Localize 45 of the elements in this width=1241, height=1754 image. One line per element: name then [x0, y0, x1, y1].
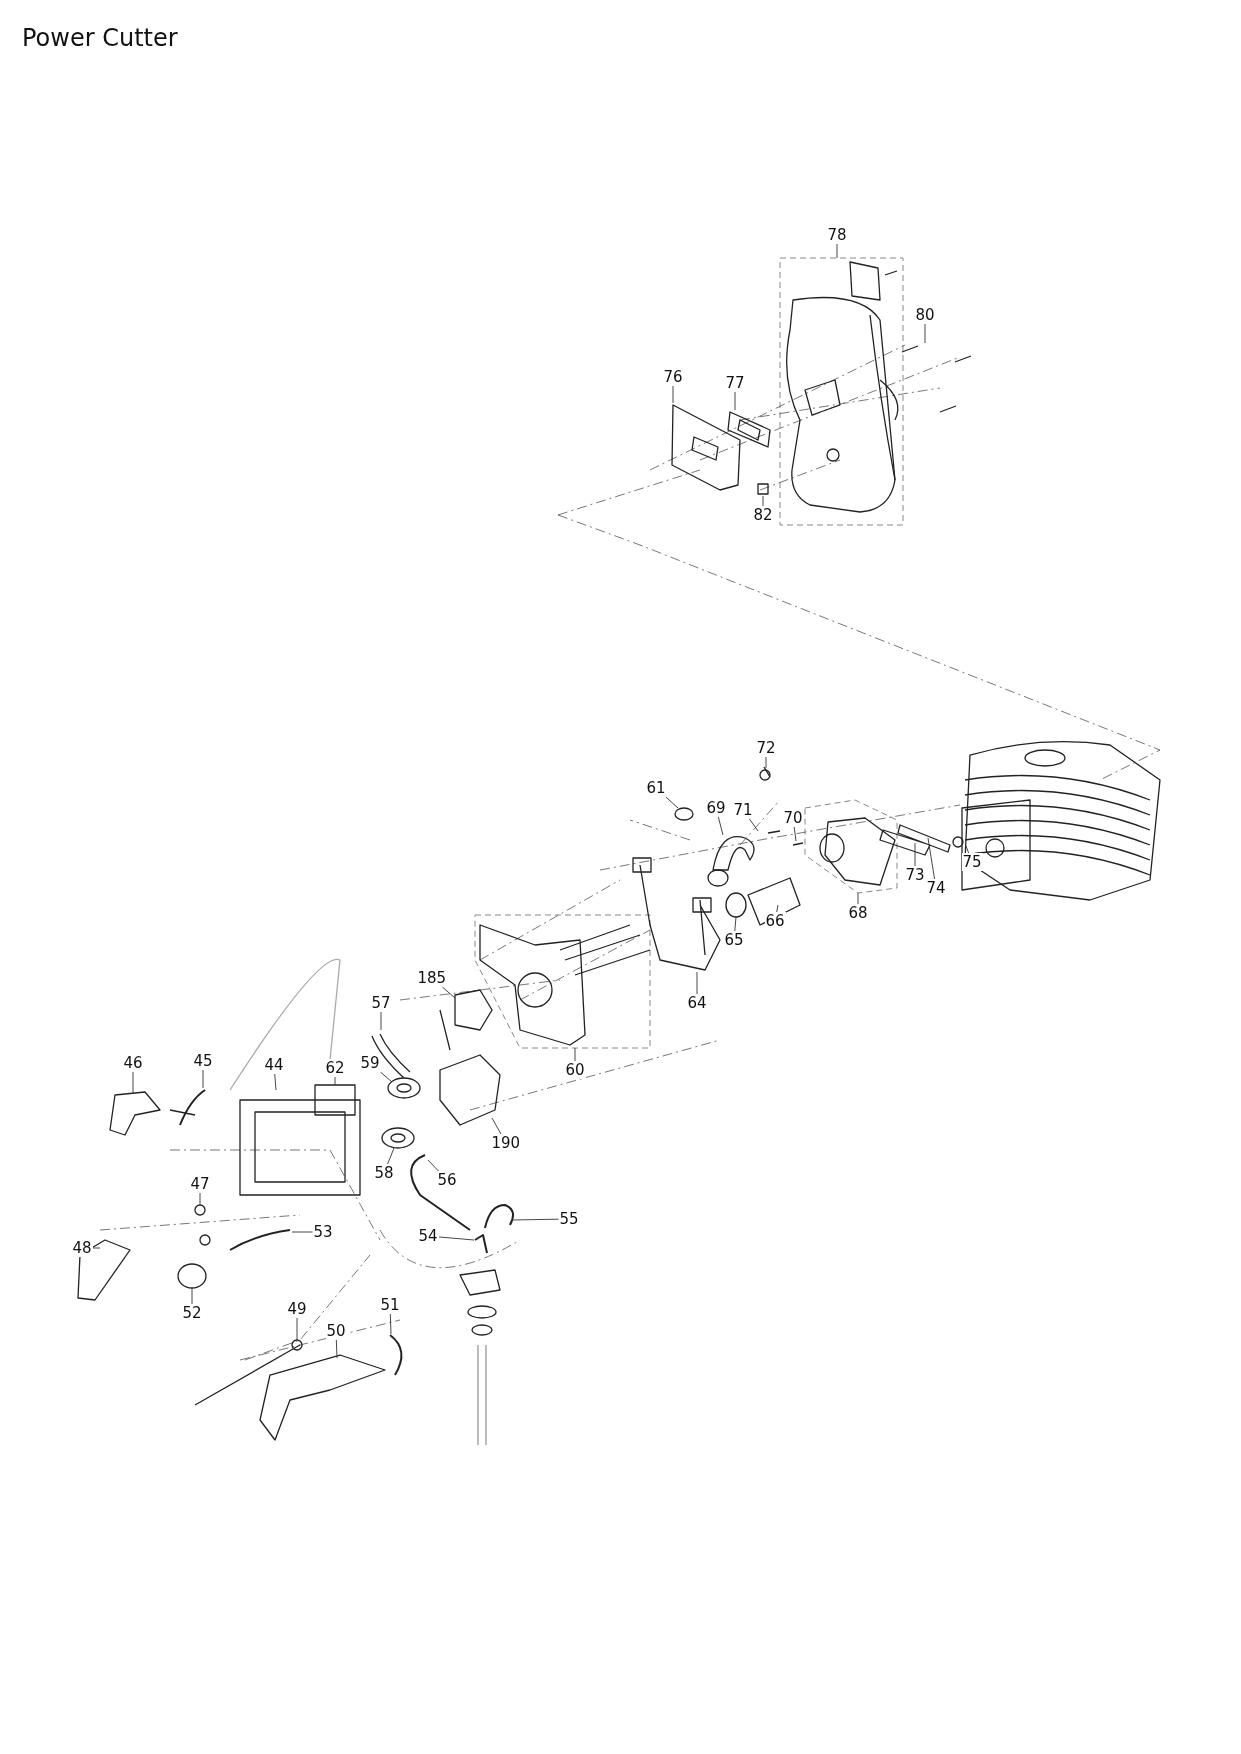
- leader-line: [762, 495, 764, 507]
- leader-line: [335, 1339, 338, 1359]
- leader-line: [334, 1076, 336, 1086]
- leader-line: [696, 971, 698, 995]
- leader-line: [748, 818, 759, 832]
- leader-line: [274, 1073, 277, 1091]
- callout-number: 60: [564, 1061, 586, 1079]
- callout-number: 48: [71, 1239, 93, 1257]
- callout-number: 61: [645, 779, 667, 797]
- leader-line: [191, 1287, 193, 1305]
- leader-line: [427, 1159, 439, 1172]
- leader-line: [574, 1047, 576, 1062]
- leader-line: [717, 816, 724, 836]
- leader-line: [132, 1071, 134, 1095]
- callout-number: 75: [961, 853, 983, 871]
- leader-line: [672, 385, 674, 404]
- leader-line: [776, 904, 779, 913]
- title: Power Cutter: [22, 24, 178, 52]
- leader-line: [836, 243, 838, 259]
- leader-line: [380, 1011, 382, 1031]
- leader-line: [379, 1071, 393, 1083]
- leader-line: [857, 892, 859, 905]
- leader-line: [927, 837, 935, 880]
- leader-line: [92, 1247, 101, 1249]
- leader-line: [296, 1317, 298, 1341]
- leader-line: [389, 1313, 392, 1335]
- leader-line: [734, 391, 736, 411]
- leader-line: [511, 1218, 559, 1221]
- leader-line: [491, 1117, 502, 1135]
- leader-line: [734, 916, 737, 932]
- leader-line: [387, 1147, 395, 1165]
- leader-line: [291, 1231, 313, 1233]
- leader-line: [438, 1236, 475, 1241]
- leader-line: [199, 1192, 201, 1206]
- leader-line: [914, 842, 916, 867]
- callout-number: 50: [325, 1322, 347, 1340]
- leader-line: [765, 756, 767, 769]
- callout-number: 59: [359, 1054, 381, 1072]
- leader-line: [793, 826, 797, 842]
- leader-line: [441, 986, 456, 999]
- leader-line: [665, 796, 679, 809]
- leader-line: [924, 323, 926, 344]
- leader-line: [202, 1069, 204, 1089]
- leader-line: [965, 845, 970, 854]
- callout-number: 185: [416, 969, 448, 987]
